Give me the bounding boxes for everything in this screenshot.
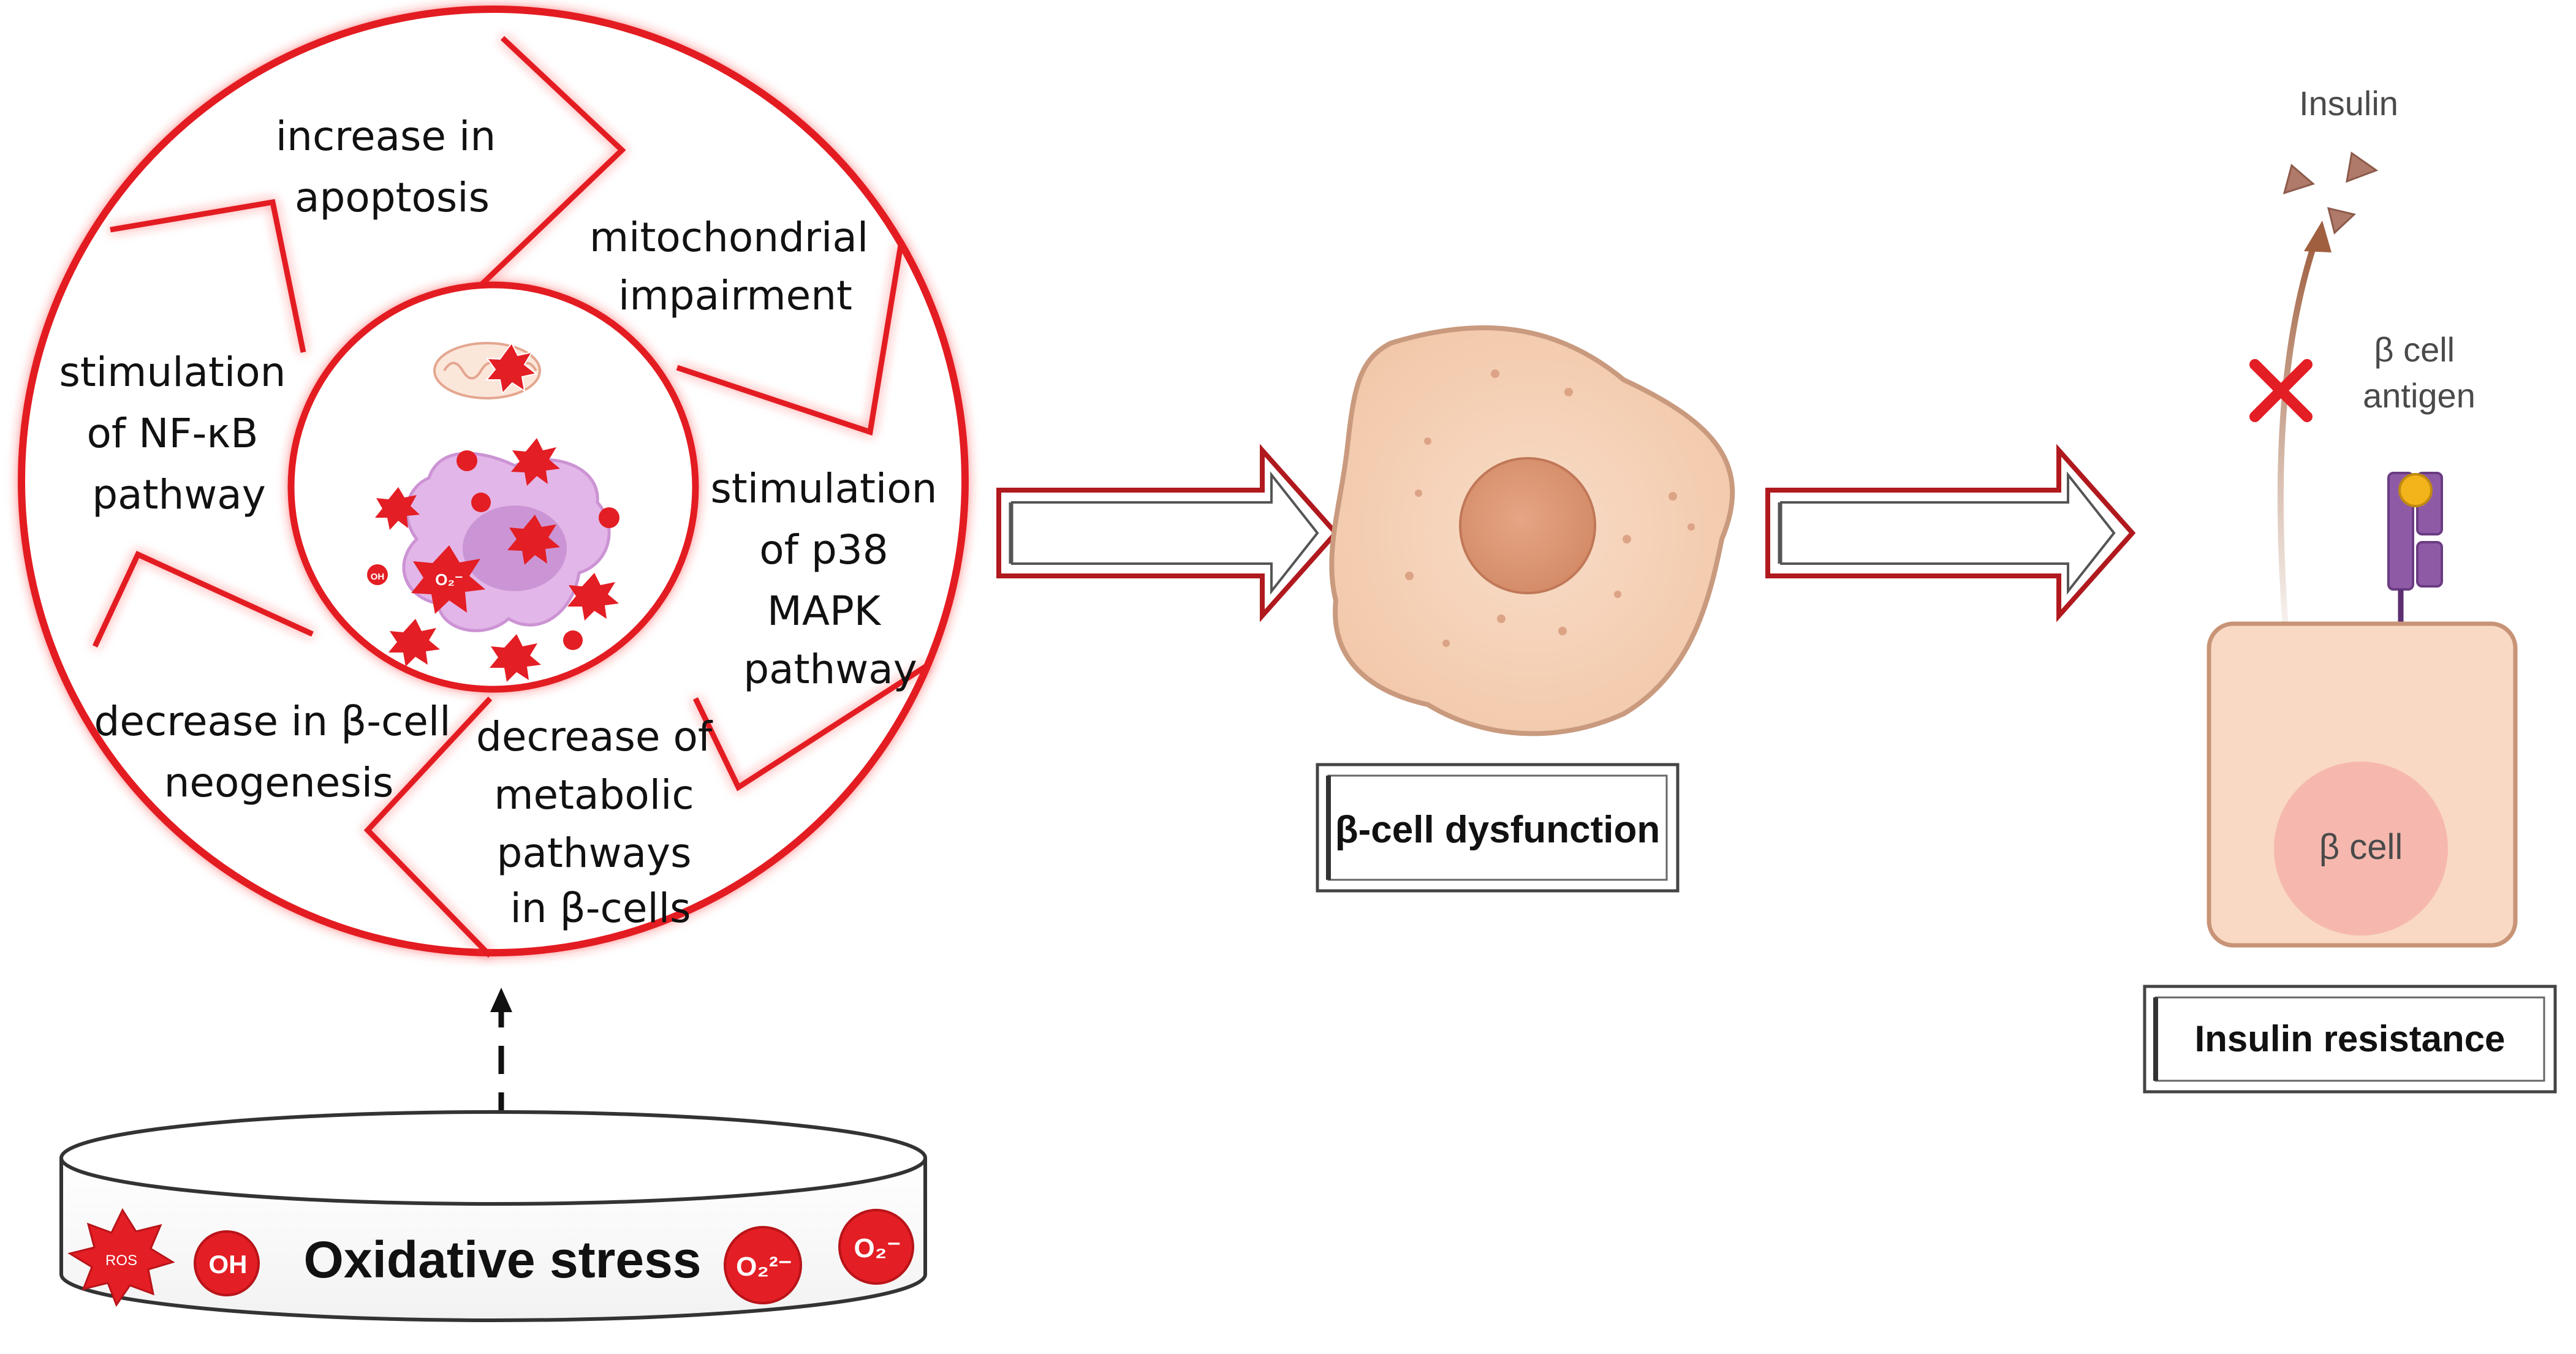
svg-text:OH: OH [209,1250,248,1279]
beta-cell-label: β cell [2319,827,2403,867]
label-p38: stimulation of p38 MAPK pathway [711,465,950,693]
secretion-arrow [2277,241,2318,668]
oxidative-stress-label: Oxidative stress [303,1231,701,1288]
label-metabolic: decrease of metabolic pathways in β-cell… [476,713,725,932]
radical-label-superoxide: O₂⁻ [435,570,463,589]
radical-burst-icon [485,342,538,395]
beta-cell-illustration [1329,325,1735,736]
oxidative-stress-cylinder: Oxidative stress ROS OH O₂²⁻ O₂⁻ [59,1110,927,1322]
beta-cell-dysfunction-box: β-cell dysfunction [1316,763,1680,893]
insulin-panel: Insulin β cell antigen β cell [2143,84,2557,1094]
cell-granules [1405,369,1695,647]
label-neogenesis: decrease in β-cell neogenesis [94,698,463,806]
segment-dividers [92,36,930,958]
insulin-resistance-label: Insulin resistance [2195,1018,2506,1059]
label-nfkb: stimulation of NF-κB pathway [59,349,299,518]
segment-labels: increase in apoptosis mitochondrial impa… [59,113,950,932]
cell-nucleus [1459,457,1596,594]
beta-cell-dysfunction-label: β-cell dysfunction [1335,809,1660,851]
svg-text:O₂²⁻: O₂²⁻ [736,1252,792,1282]
antigen-label: β cell antigen [2363,330,2476,415]
block-arrow-2 [1765,444,2136,622]
superoxide-radical-icon: O₂⁻ [838,1209,914,1285]
radical-markers: O₂⁻ OH [367,438,619,682]
label-apoptosis: increase in apoptosis [276,113,509,221]
radical-label-hydroxyl: OH [371,572,385,582]
peroxide-radical-icon: O₂²⁻ [724,1226,802,1304]
beta-cell-nucleus [2274,762,2448,936]
ros-burst-icon: ROS [67,1208,175,1307]
hydroxyl-radical-icon: OH [194,1230,260,1296]
blocked-x-icon [2249,359,2313,422]
svg-text:O₂⁻: O₂⁻ [854,1233,901,1263]
insulin-molecules [2282,151,2379,235]
insulin-label: Insulin [2299,84,2398,123]
damaged-cell-illustration: O₂⁻ OH [367,342,619,682]
block-arrow-1 [996,444,1339,622]
svg-text:ROS: ROS [105,1252,137,1269]
label-mitochondrial: mitochondrial impairment [589,214,881,319]
